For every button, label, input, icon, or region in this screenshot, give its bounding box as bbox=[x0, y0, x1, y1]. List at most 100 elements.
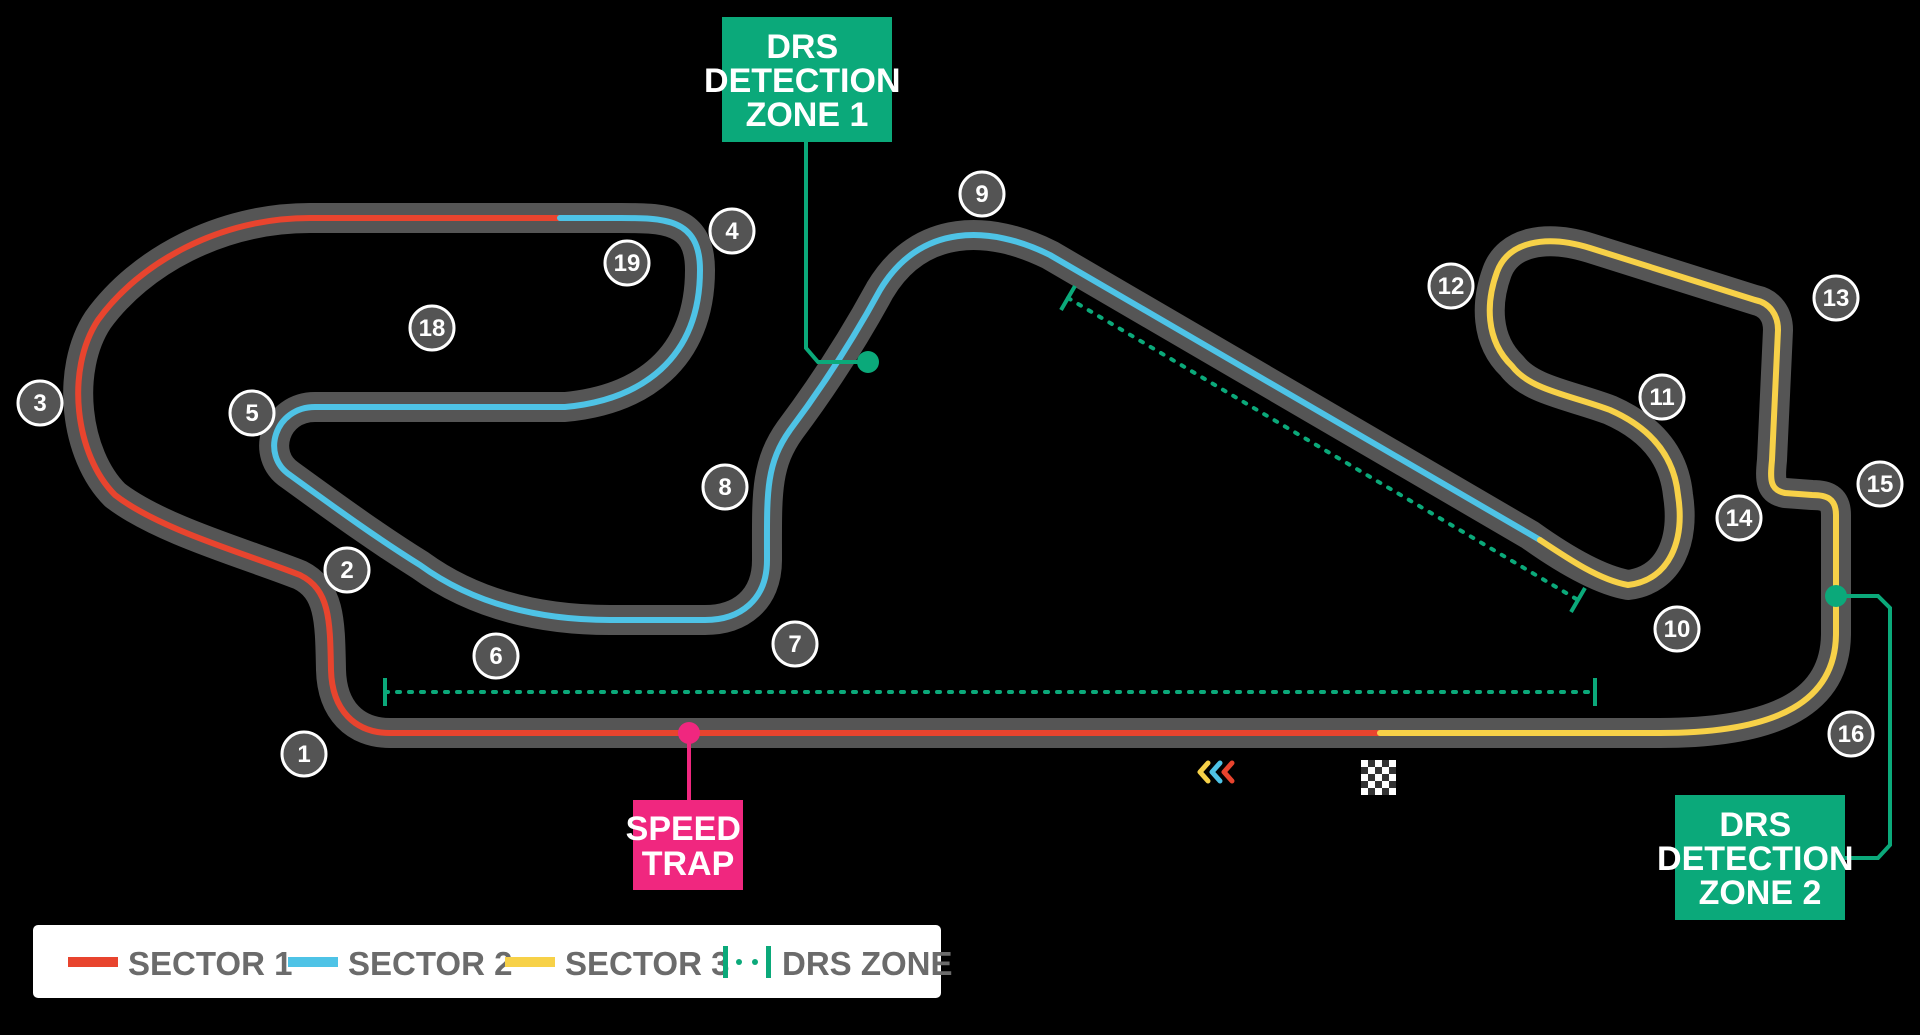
sector-1-line bbox=[75, 215, 1383, 736]
turn-marker-9: 9 bbox=[958, 170, 1006, 218]
turn-marker-14: 14 bbox=[1715, 494, 1763, 542]
drs-2-line-1: DRS bbox=[1719, 806, 1791, 844]
turn-number: 18 bbox=[419, 315, 446, 342]
turn-number: 8 bbox=[718, 474, 731, 501]
turn-circle bbox=[1812, 274, 1860, 322]
turn-marker-13: 13 bbox=[1812, 274, 1860, 322]
turn-marker-19: 19 bbox=[603, 239, 651, 287]
drs-1-line-2: DETECTION bbox=[704, 62, 900, 100]
turn-marker-8: 8 bbox=[701, 463, 749, 511]
turn-number: 11 bbox=[1649, 384, 1674, 411]
flag-cell bbox=[1382, 760, 1389, 767]
flag-cell bbox=[1368, 774, 1375, 781]
flag-cell bbox=[1382, 788, 1389, 795]
turn-number: 6 bbox=[489, 643, 502, 670]
turn-circle bbox=[323, 546, 371, 594]
drs-1-line-1: DRS bbox=[766, 28, 838, 66]
flag-cell bbox=[1375, 774, 1382, 781]
sector-3-line bbox=[1377, 238, 1839, 736]
flag-cell bbox=[1368, 788, 1375, 795]
legend-drs-swatch bbox=[723, 946, 771, 978]
turn-marker-2: 2 bbox=[323, 546, 371, 594]
turn-number: 10 bbox=[1664, 616, 1691, 643]
turn-number: 2 bbox=[340, 557, 353, 584]
turn-number: 5 bbox=[245, 400, 258, 427]
flag-cell bbox=[1382, 781, 1389, 788]
flag-cell bbox=[1389, 781, 1396, 788]
speed-trap-line-1: SPEED bbox=[626, 810, 741, 848]
flag-cell bbox=[1389, 788, 1396, 795]
speed-trap: SPEED TRAP bbox=[626, 722, 751, 890]
turn-number: 7 bbox=[788, 631, 801, 658]
flag-cell bbox=[1375, 760, 1382, 767]
sector-2-line bbox=[271, 214, 1543, 623]
svg-text:DRS DETECTION ZONE: DRS DETECTION ZONE 1 bbox=[704, 28, 910, 134]
turn-marker-6: 6 bbox=[472, 632, 520, 680]
flag-cell bbox=[1361, 788, 1368, 795]
turn-number: 15 bbox=[1867, 471, 1894, 498]
svg-text:DRS DETECTION ZONE: DRS DETECTION ZONE 2 bbox=[1657, 806, 1863, 912]
turn-number: 14 bbox=[1726, 505, 1753, 532]
legend-sector-2-swatch bbox=[288, 957, 338, 967]
flag-cell bbox=[1375, 767, 1382, 774]
turn-marker-7: 7 bbox=[771, 620, 819, 668]
drs-detection-zone-2: DRS DETECTION ZONE 2 bbox=[1657, 585, 1892, 920]
svg-text:SPEED TRAP: SPEED TRAP bbox=[626, 810, 751, 883]
flag-cell bbox=[1368, 767, 1375, 774]
legend-sector-1-swatch bbox=[68, 957, 118, 967]
turn-circle bbox=[1638, 373, 1686, 421]
turn-circle bbox=[1653, 605, 1701, 653]
turn-marker-10: 10 bbox=[1653, 605, 1701, 653]
drs-detection-zone-1: DRS DETECTION ZONE 1 bbox=[704, 17, 910, 373]
direction-chevrons-icon bbox=[1197, 760, 1235, 784]
turn-marker-11: 11 bbox=[1638, 373, 1686, 421]
flag-cell bbox=[1361, 760, 1368, 767]
flag-cell bbox=[1389, 760, 1396, 767]
turn-number: 12 bbox=[1438, 273, 1465, 300]
turn-circle bbox=[16, 379, 64, 427]
turn-marker-1: 1 bbox=[280, 730, 328, 778]
turn-circle bbox=[708, 207, 756, 255]
drs-1-line-3: ZONE 1 bbox=[746, 96, 869, 134]
flag-cell bbox=[1368, 760, 1375, 767]
flag-cell bbox=[1382, 774, 1389, 781]
turn-circle bbox=[701, 463, 749, 511]
flag-cell bbox=[1361, 781, 1368, 788]
legend-sector-2-label: SECTOR 2 bbox=[348, 945, 512, 982]
checkered-flag-icon bbox=[1361, 760, 1396, 795]
turn-marker-18: 18 bbox=[408, 304, 456, 352]
speed-trap-line-2: TRAP bbox=[642, 845, 735, 883]
turn-circle bbox=[958, 170, 1006, 218]
turn-number: 16 bbox=[1838, 721, 1865, 748]
turn-circle bbox=[228, 389, 276, 437]
turn-marker-5: 5 bbox=[228, 389, 276, 437]
turn-number: 19 bbox=[614, 250, 641, 277]
turn-number: 3 bbox=[33, 390, 46, 417]
turn-number: 1 bbox=[297, 741, 310, 768]
drs-2-line-2: DETECTION bbox=[1657, 840, 1853, 878]
turn-marker-15: 15 bbox=[1856, 460, 1904, 508]
flag-cell bbox=[1361, 774, 1368, 781]
turn-circle bbox=[603, 239, 651, 287]
legend: SECTOR 1 SECTOR 2 SECTOR 3 DRS ZONE bbox=[33, 925, 953, 998]
turn-number: 13 bbox=[1823, 285, 1850, 312]
turn-circle bbox=[1856, 460, 1904, 508]
drs-zone-back-straight bbox=[1059, 284, 1587, 614]
turn-circle bbox=[1715, 494, 1763, 542]
legend-sector-1-label: SECTOR 1 bbox=[128, 945, 292, 982]
flag-cell bbox=[1361, 767, 1368, 774]
drs-2-line-3: ZONE 2 bbox=[1699, 874, 1822, 912]
turn-number: 4 bbox=[725, 218, 739, 245]
flag-cell bbox=[1382, 767, 1389, 774]
turn-circle bbox=[1427, 262, 1475, 310]
turn-circle bbox=[771, 620, 819, 668]
legend-drs-zone-label: DRS ZONE bbox=[782, 945, 953, 982]
flag-cell bbox=[1389, 774, 1396, 781]
flag-cell bbox=[1375, 788, 1382, 795]
turn-circle bbox=[1827, 710, 1875, 758]
legend-sector-3-label: SECTOR 3 bbox=[565, 945, 729, 982]
turn-number: 9 bbox=[975, 181, 988, 208]
flag-cell bbox=[1375, 781, 1382, 788]
flag-cell bbox=[1389, 767, 1396, 774]
